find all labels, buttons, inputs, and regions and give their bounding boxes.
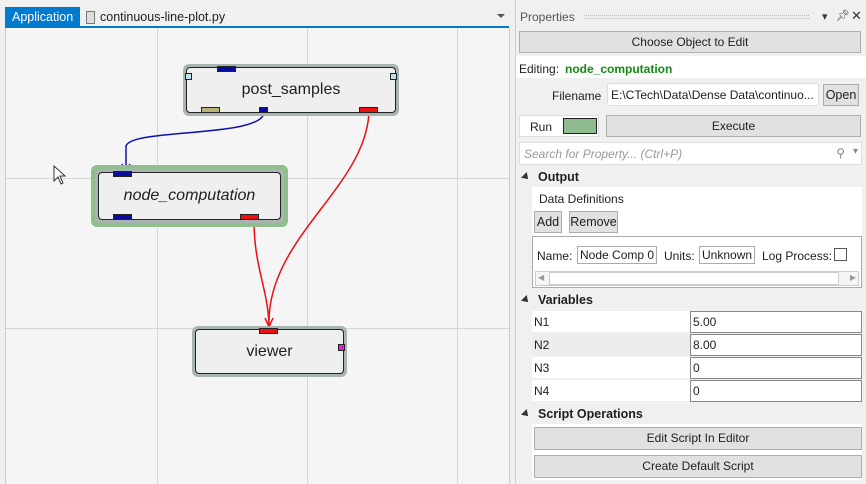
- add-button[interactable]: Add: [534, 211, 562, 233]
- input-port[interactable]: [113, 171, 132, 177]
- open-button[interactable]: Open: [823, 84, 859, 106]
- output-port[interactable]: [240, 214, 259, 220]
- property-search-input[interactable]: Search for Property... (Ctrl+P) ⚲ ▾: [519, 142, 862, 165]
- choose-object-button[interactable]: Choose Object to Edit: [519, 31, 861, 53]
- log-process-label: Log Process:: [762, 249, 833, 263]
- port[interactable]: [185, 73, 192, 80]
- node-post-samples[interactable]: post_samples: [183, 64, 399, 116]
- run-label: Run: [530, 120, 553, 134]
- tab-label: continuous-line-plot.py: [100, 10, 226, 24]
- variable-value-input[interactable]: 8.00: [690, 334, 862, 356]
- create-default-script-button[interactable]: Create Default Script: [534, 455, 862, 478]
- execute-button[interactable]: Execute: [606, 115, 861, 137]
- units-label: Units:: [664, 249, 695, 263]
- filename-label: Filename: [552, 89, 602, 103]
- mouse-cursor-icon: [53, 165, 67, 185]
- drag-grip[interactable]: [584, 15, 809, 19]
- properties-panel: Properties ▾ 📌︎ ✕ Choose Object to Edit …: [515, 0, 866, 484]
- collapse-icon: [521, 409, 531, 419]
- horizontal-scrollbar[interactable]: ◀ ▶: [535, 271, 859, 286]
- data-definitions-label: Data Definitions: [539, 192, 624, 206]
- variable-value-input[interactable]: 0: [690, 357, 862, 379]
- node-viewer[interactable]: viewer: [192, 326, 347, 377]
- output-port[interactable]: [259, 107, 268, 113]
- section-variables[interactable]: Variables: [516, 293, 593, 307]
- chevron-down-icon[interactable]: ▾: [852, 146, 858, 157]
- remove-button[interactable]: Remove: [569, 211, 618, 233]
- variable-name: N2: [534, 338, 550, 352]
- panel-title: Properties: [520, 10, 575, 24]
- data-definition-list: Name: Node Comp 0 Units: Unknown Log Pro…: [532, 236, 862, 288]
- variable-name: N4: [534, 384, 550, 398]
- section-title: Variables: [538, 293, 593, 307]
- log-process-checkbox[interactable]: [834, 248, 847, 261]
- scroll-right-icon[interactable]: ▶: [849, 273, 856, 282]
- variable-row: N4 0: [532, 380, 862, 402]
- search-icon: ⚲: [836, 146, 845, 160]
- edit-script-button[interactable]: Edit Script In Editor: [534, 427, 862, 450]
- section-script-operations[interactable]: Script Operations: [516, 407, 643, 421]
- network-canvas[interactable]: post_samples node_computation viewer: [5, 28, 510, 484]
- variable-value-input[interactable]: 0: [690, 380, 862, 402]
- scroll-left-icon[interactable]: ◀: [538, 273, 545, 282]
- collapse-icon: [521, 295, 531, 305]
- tab-continuous-line-plot[interactable]: continuous-line-plot.py: [86, 7, 225, 27]
- output-port[interactable]: [201, 107, 220, 113]
- search-placeholder: Search for Property... (Ctrl+P): [524, 147, 683, 161]
- section-output[interactable]: Output: [516, 170, 579, 184]
- section-title: Output: [538, 170, 579, 184]
- wire-red-post-viewer: [268, 111, 370, 327]
- collapse-icon: [521, 172, 531, 182]
- scroll-thumb[interactable]: [549, 272, 839, 285]
- name-label: Name:: [537, 249, 573, 263]
- file-icon: [86, 10, 95, 24]
- port[interactable]: [390, 73, 397, 80]
- output-port[interactable]: [113, 214, 132, 220]
- node-label: post_samples: [186, 67, 396, 113]
- node-label: viewer: [195, 329, 344, 374]
- filename-input[interactable]: E:\CTech\Data\Dense Data\continuo...: [607, 83, 819, 106]
- input-port[interactable]: [217, 66, 236, 72]
- tab-underline: [5, 26, 509, 28]
- variable-row: N2 8.00: [532, 334, 862, 356]
- panel-menu-icon[interactable]: ▾: [822, 11, 828, 23]
- name-input[interactable]: Node Comp 0: [577, 246, 658, 264]
- input-port[interactable]: [259, 328, 278, 334]
- wire-red-comp-viewer: [253, 219, 270, 327]
- variable-row: N1 5.00: [532, 311, 862, 333]
- tab-application[interactable]: Application: [5, 7, 81, 27]
- run-toggle[interactable]: [563, 118, 597, 134]
- wire-blue: [125, 111, 265, 172]
- variable-row: N3 0: [532, 357, 862, 379]
- variable-name: N3: [534, 361, 550, 375]
- document-tabbar: Application continuous-line-plot.py: [0, 0, 512, 28]
- port[interactable]: [338, 344, 345, 351]
- editing-label: Editing:: [519, 62, 560, 76]
- tab-dropdown-icon[interactable]: [497, 14, 505, 18]
- variable-value-input[interactable]: 5.00: [690, 311, 862, 333]
- units-input[interactable]: Unknown: [699, 246, 756, 264]
- close-icon[interactable]: ✕: [851, 8, 862, 23]
- node-label: node_computation: [98, 172, 281, 220]
- node-computation[interactable]: node_computation: [91, 165, 288, 227]
- pin-icon[interactable]: 📌︎: [836, 10, 850, 22]
- section-title: Script Operations: [538, 407, 643, 421]
- variable-name: N1: [534, 315, 550, 329]
- editing-value: node_computation: [565, 62, 673, 76]
- output-port[interactable]: [359, 107, 378, 113]
